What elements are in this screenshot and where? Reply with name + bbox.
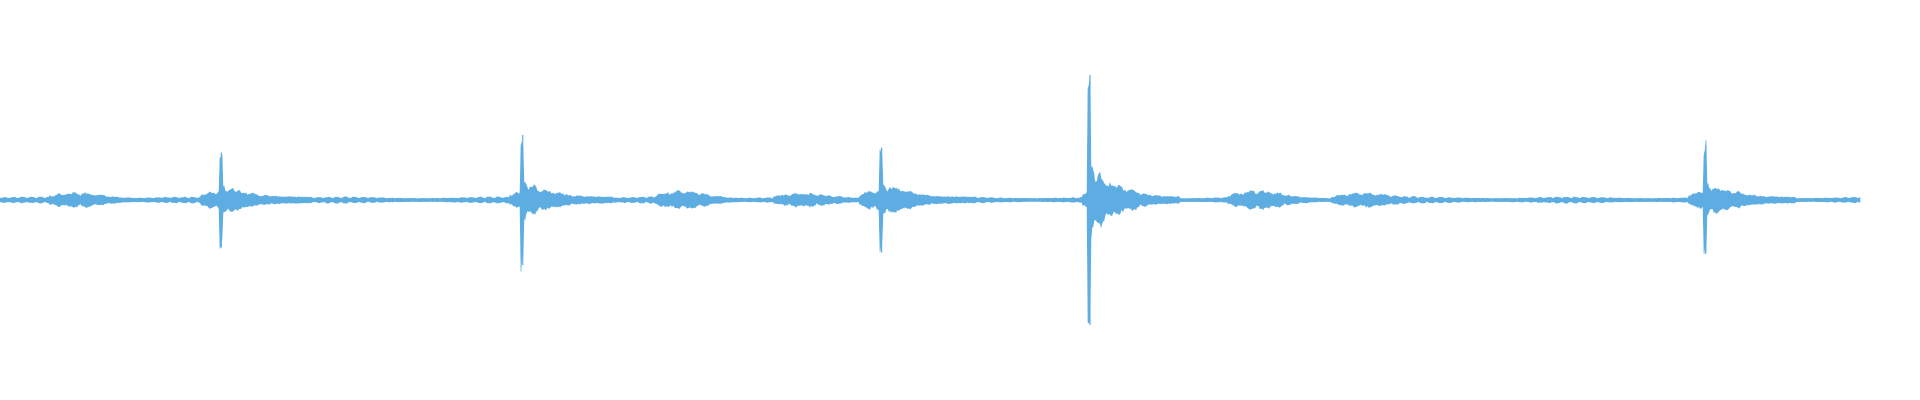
waveform-samples <box>0 75 1861 325</box>
waveform-envelope <box>0 76 1861 324</box>
